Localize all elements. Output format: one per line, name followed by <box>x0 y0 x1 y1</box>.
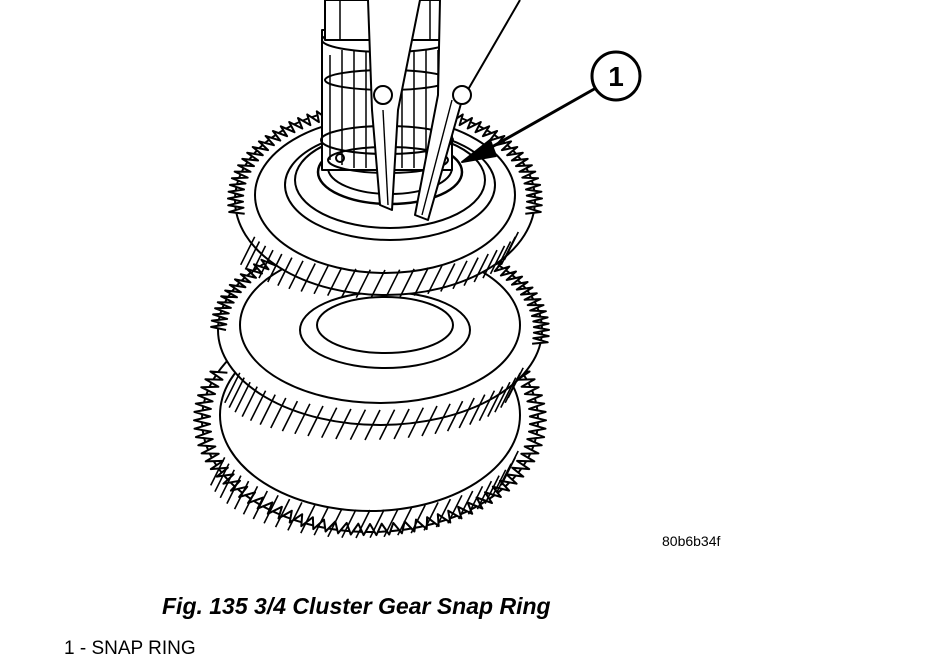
figure-reference-code: 80b6b34f <box>662 533 721 549</box>
callout-number: 1 <box>608 61 624 92</box>
callout-leader <box>461 86 597 163</box>
snap-ring-pliers <box>367 0 521 221</box>
legend-item: 1 - SNAP RING <box>64 638 196 659</box>
gear-illustration: 1 <box>193 0 642 539</box>
callout-badge <box>590 50 642 102</box>
figure-caption: Fig. 135 3/4 Cluster Gear Snap Ring <box>162 593 551 619</box>
